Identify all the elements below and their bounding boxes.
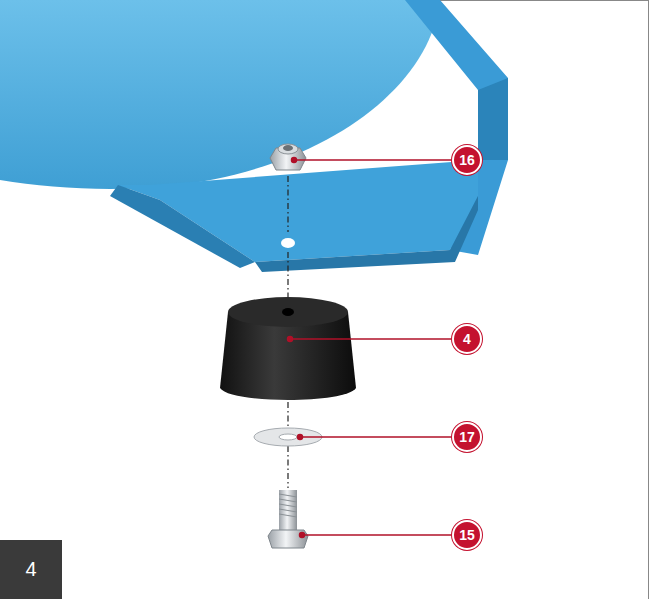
figure-number-box: 4 bbox=[0, 540, 62, 599]
callout-number: 16 bbox=[452, 145, 482, 175]
callout-number: 4 bbox=[452, 324, 482, 354]
callout-text: 4 bbox=[463, 331, 471, 347]
callout-text: 15 bbox=[459, 527, 475, 543]
callout-text: 17 bbox=[459, 429, 475, 445]
callout-text: 16 bbox=[459, 152, 475, 168]
callout-number: 15 bbox=[452, 520, 482, 550]
figure-number: 4 bbox=[25, 558, 36, 581]
callout-number: 17 bbox=[452, 422, 482, 452]
